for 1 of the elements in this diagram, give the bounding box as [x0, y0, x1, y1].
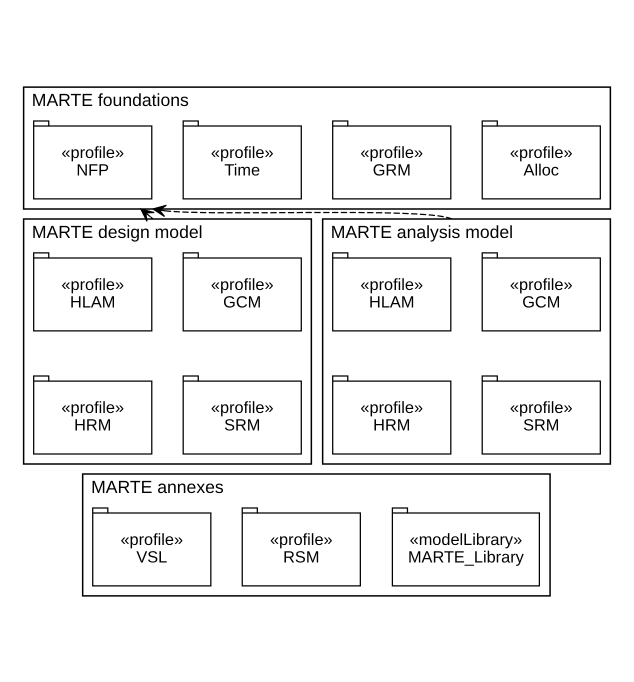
arrow	[140, 208, 155, 222]
